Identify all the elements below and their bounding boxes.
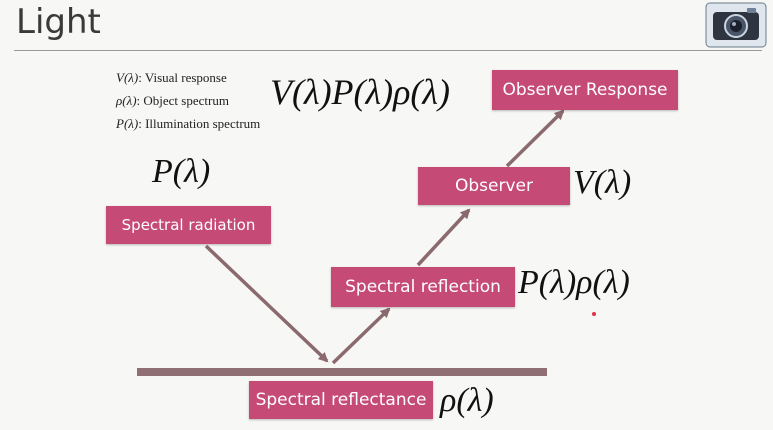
observer-response-box: Observer Response xyxy=(492,70,678,110)
formula-radiation: P(λ) xyxy=(152,153,211,190)
arrow-surface-to-reflection xyxy=(331,307,391,365)
title-divider xyxy=(14,50,762,51)
formula-observer-response: V(λ)P(λ)ρ(λ) xyxy=(270,72,450,112)
laser-pointer-dot xyxy=(592,312,596,316)
spectral-reflectance-box: Spectral reflectance xyxy=(249,381,433,419)
symbol-legend: V(λ): Visual response ρ(λ): Object spect… xyxy=(116,66,260,135)
legend-item-illumination-spectrum: P(λ): Illumination spectrum xyxy=(116,116,261,131)
spectral-radiation-box: Spectral radiation xyxy=(106,206,271,244)
legend-item-object-spectrum: ρ(λ): Object spectrum xyxy=(116,93,229,108)
camera-logo-icon xyxy=(705,2,767,48)
formula-reflection: P(λ)ρ(λ) xyxy=(518,264,630,301)
legend-item-visual-response: V(λ): Visual response xyxy=(116,70,227,85)
arrow-radiation-to-surface xyxy=(204,244,329,363)
spectral-reflection-box: Spectral reflection xyxy=(331,267,515,307)
arrow-reflection-to-observer xyxy=(416,208,471,267)
arrow-observer-to-response xyxy=(505,109,565,168)
formula-observer: V(λ) xyxy=(573,164,632,201)
observer-box: Observer xyxy=(418,167,570,205)
slide-title: Light xyxy=(16,2,101,42)
formula-reflectance: ρ(λ) xyxy=(440,382,494,419)
reflecting-surface xyxy=(137,368,547,376)
